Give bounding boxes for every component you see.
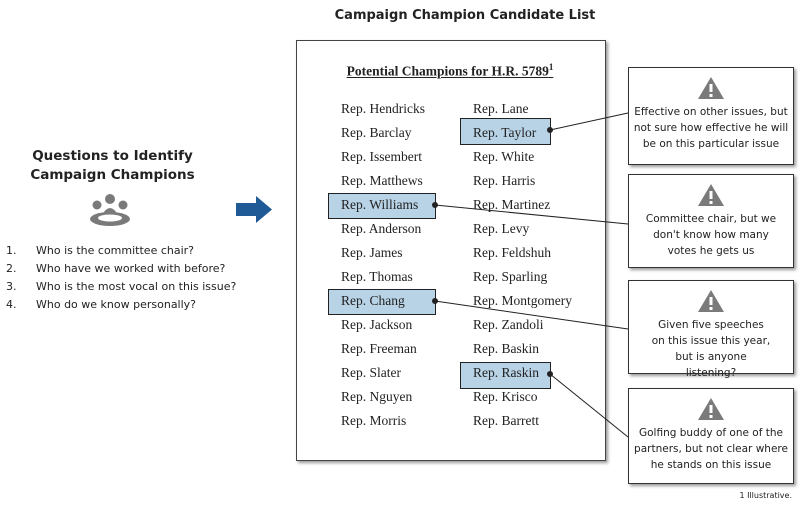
rep-name: Rep. Issembert	[341, 149, 422, 164]
rep-name: Rep. White	[473, 149, 535, 164]
note-card-chang: Given five speeches on this issue this y…	[628, 280, 794, 379]
rep-name: Rep. Harris	[473, 173, 536, 188]
rep-name: Rep. Lane	[473, 101, 529, 116]
rep-name: Rep. Montgomery	[473, 293, 572, 308]
question-item: 1.Who is the committee chair?	[6, 244, 195, 257]
rep-name: Rep. Morris	[341, 413, 407, 428]
highlight-raskin	[460, 362, 551, 389]
rep-name: Rep. Martinez	[473, 197, 551, 212]
question-item: 2.Who have we worked with before?	[6, 262, 226, 275]
meeting-group-icon	[90, 194, 130, 226]
rep-name: Rep. Sparling	[473, 269, 548, 284]
rep-name: Rep. Thomas	[341, 269, 413, 284]
rep-name: Rep. Hendricks	[341, 101, 425, 116]
right-arrow-icon	[236, 196, 272, 223]
note-card-raskin: Golfing buddy of one of the partners, bu…	[628, 388, 794, 484]
rep-name: Rep. Feldshuh	[473, 245, 552, 260]
rep-name: Rep. Barrett	[473, 413, 539, 428]
rep-name: Rep. Slater	[341, 365, 401, 380]
rep-name: Rep. Anderson	[341, 221, 422, 236]
note-card-taylor: Effective on other issues, but not sure …	[628, 67, 794, 165]
rep-name: Rep. Krisco	[473, 389, 538, 404]
rep-name: Rep. Raskin	[473, 365, 539, 380]
rep-name: Rep. Levy	[473, 221, 530, 236]
highlight-taylor	[460, 118, 551, 145]
warning-icon	[698, 77, 724, 99]
rep-name: Rep. Williams	[341, 197, 419, 212]
questions-list: 1.Who is the committee chair? 2.Who have…	[6, 242, 236, 314]
question-item: 3.Who is the most vocal on this issue?	[6, 280, 237, 293]
warning-icon	[698, 290, 724, 312]
rep-name: Rep. James	[341, 245, 403, 260]
note-card-williams: Committee chair, but we don't know how m…	[628, 174, 794, 268]
rep-name: Rep. Baskin	[473, 341, 539, 356]
warning-icon	[698, 398, 724, 420]
question-item: 4.Who do we know personally?	[6, 298, 197, 311]
footnote: 1 Illustrative.	[739, 491, 792, 500]
rep-name: Rep. Zandoli	[473, 317, 544, 332]
questions-title: Questions to Identify Campaign Champions	[30, 148, 195, 183]
rep-name: Rep. Freeman	[341, 341, 417, 356]
rep-name: Rep. Matthews	[341, 173, 423, 188]
rep-name: Rep. Jackson	[341, 317, 413, 332]
document-title: Potential Champions for H.R. 57891	[346, 62, 554, 79]
page-title: Campaign Champion Candidate List	[334, 8, 596, 23]
warning-icon	[698, 184, 724, 206]
rep-name: Rep. Nguyen	[341, 389, 413, 404]
rep-name: Rep. Taylor	[473, 125, 537, 140]
rep-name: Rep. Chang	[341, 293, 405, 308]
rep-name: Rep. Barclay	[341, 125, 412, 140]
